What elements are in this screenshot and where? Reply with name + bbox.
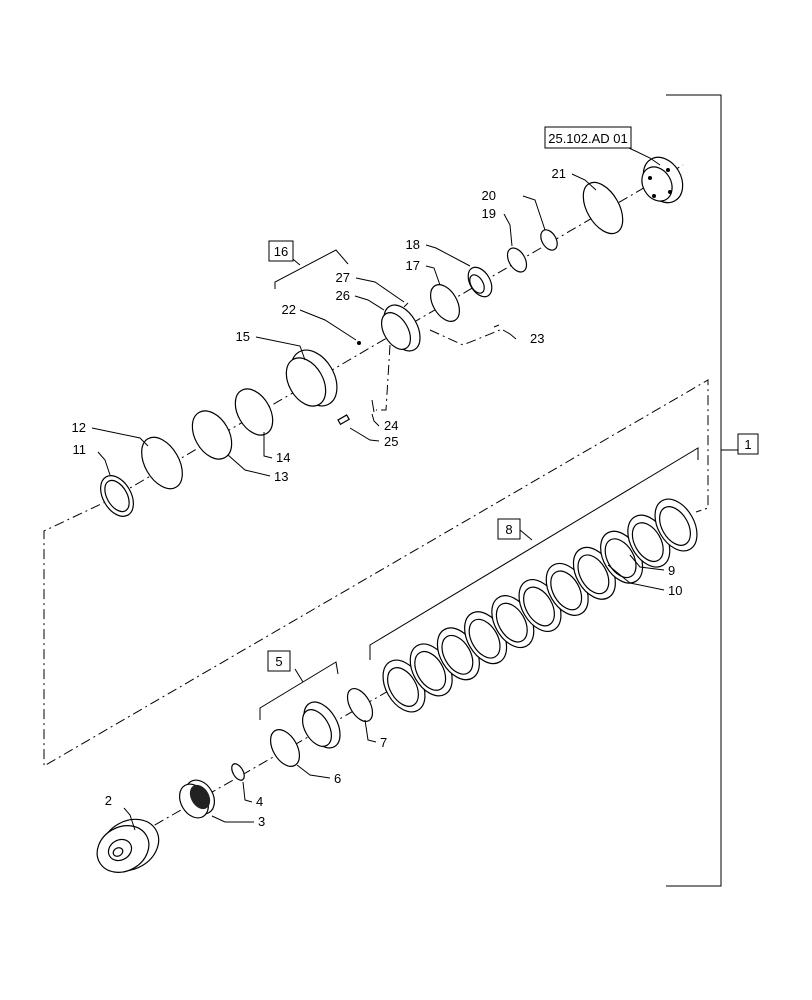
reference-assembly bbox=[641, 156, 684, 204]
o-ring-17 bbox=[429, 284, 461, 322]
clutch-plate-bore bbox=[550, 570, 583, 611]
clutch-plate-bore bbox=[441, 634, 474, 675]
callout-box-1: 1 bbox=[737, 433, 759, 455]
pin-22 bbox=[357, 341, 361, 345]
group-bracket-5 bbox=[259, 661, 339, 720]
callout-20: 20 bbox=[482, 188, 496, 203]
callout-box-16: 16 bbox=[268, 240, 294, 262]
callout-4: 4 bbox=[256, 794, 263, 809]
callout-5: 5 bbox=[275, 654, 282, 669]
clutch-plate-bore bbox=[468, 618, 501, 659]
callout-1: 1 bbox=[744, 437, 751, 452]
plate-26 bbox=[380, 304, 421, 352]
piston-5 bbox=[301, 701, 341, 749]
callout-22: 22 bbox=[282, 302, 296, 317]
snap-ring-19 bbox=[506, 247, 528, 273]
callout-17: 17 bbox=[406, 258, 420, 273]
clutch-plate-bore bbox=[577, 554, 610, 595]
callout-11: 11 bbox=[73, 442, 87, 457]
clutch-plate-stack bbox=[382, 498, 698, 713]
clutch-plate-bore bbox=[604, 538, 637, 579]
group-bracket-8 bbox=[369, 447, 699, 660]
plug-23 bbox=[493, 324, 500, 328]
ring-20 bbox=[540, 229, 558, 251]
assembly-bracket bbox=[666, 94, 738, 887]
callout-23: 23 bbox=[530, 331, 544, 346]
clutch-plate-bore bbox=[414, 650, 447, 691]
housing-part bbox=[96, 818, 160, 873]
gear-hub-part bbox=[178, 779, 216, 819]
callout-7: 7 bbox=[380, 735, 387, 750]
callout-2: 2 bbox=[105, 793, 112, 808]
callout-box-5: 5 bbox=[267, 650, 291, 672]
snap-ring-7 bbox=[346, 688, 374, 722]
callout-24: 24 bbox=[384, 418, 398, 433]
callout-15: 15 bbox=[236, 329, 250, 344]
callout-27: 27 bbox=[336, 270, 350, 285]
flow-path bbox=[43, 379, 709, 767]
clutch-plate-bore bbox=[387, 667, 419, 707]
callout-19: 19 bbox=[482, 206, 496, 221]
callout-10: 10 bbox=[668, 583, 682, 598]
ring-12 bbox=[141, 436, 183, 490]
callout-3: 3 bbox=[258, 814, 265, 829]
seal-11 bbox=[100, 475, 134, 517]
callout-18: 18 bbox=[406, 237, 420, 252]
clutch-plate-bore bbox=[659, 506, 691, 546]
snap-ring-4 bbox=[231, 763, 245, 781]
callout-25: 25 bbox=[384, 434, 398, 449]
callout-6: 6 bbox=[334, 771, 341, 786]
callout-16: 16 bbox=[274, 244, 288, 259]
callout-14: 14 bbox=[276, 450, 290, 465]
fastener-path bbox=[376, 329, 501, 411]
callout-8: 8 bbox=[505, 522, 512, 537]
piston-15 bbox=[285, 349, 338, 407]
callout-21: 21 bbox=[552, 166, 566, 181]
bearing-18 bbox=[467, 266, 493, 298]
ring-14 bbox=[234, 388, 274, 436]
ring-13 bbox=[191, 410, 233, 460]
o-ring-6 bbox=[269, 729, 301, 767]
callout-13: 13 bbox=[274, 469, 288, 484]
callout-12: 12 bbox=[72, 420, 86, 435]
clutch-plate-bore bbox=[631, 522, 664, 563]
leader-lines bbox=[91, 147, 665, 831]
reference-label: 25.102.AD 01 bbox=[548, 131, 628, 146]
washer-24 bbox=[371, 399, 375, 413]
clutch-plate-bore bbox=[495, 602, 528, 643]
o-ring-21 bbox=[582, 181, 624, 235]
callout-9: 9 bbox=[668, 563, 675, 578]
callout-26: 26 bbox=[336, 288, 350, 303]
lower-centerline bbox=[119, 689, 391, 846]
clutch-plate-bore bbox=[523, 586, 555, 627]
callout-box-8: 8 bbox=[497, 518, 521, 540]
pin-27 bbox=[403, 302, 409, 308]
bolt-25 bbox=[337, 414, 350, 426]
reference-box: 25.102.AD 01 bbox=[544, 126, 632, 149]
